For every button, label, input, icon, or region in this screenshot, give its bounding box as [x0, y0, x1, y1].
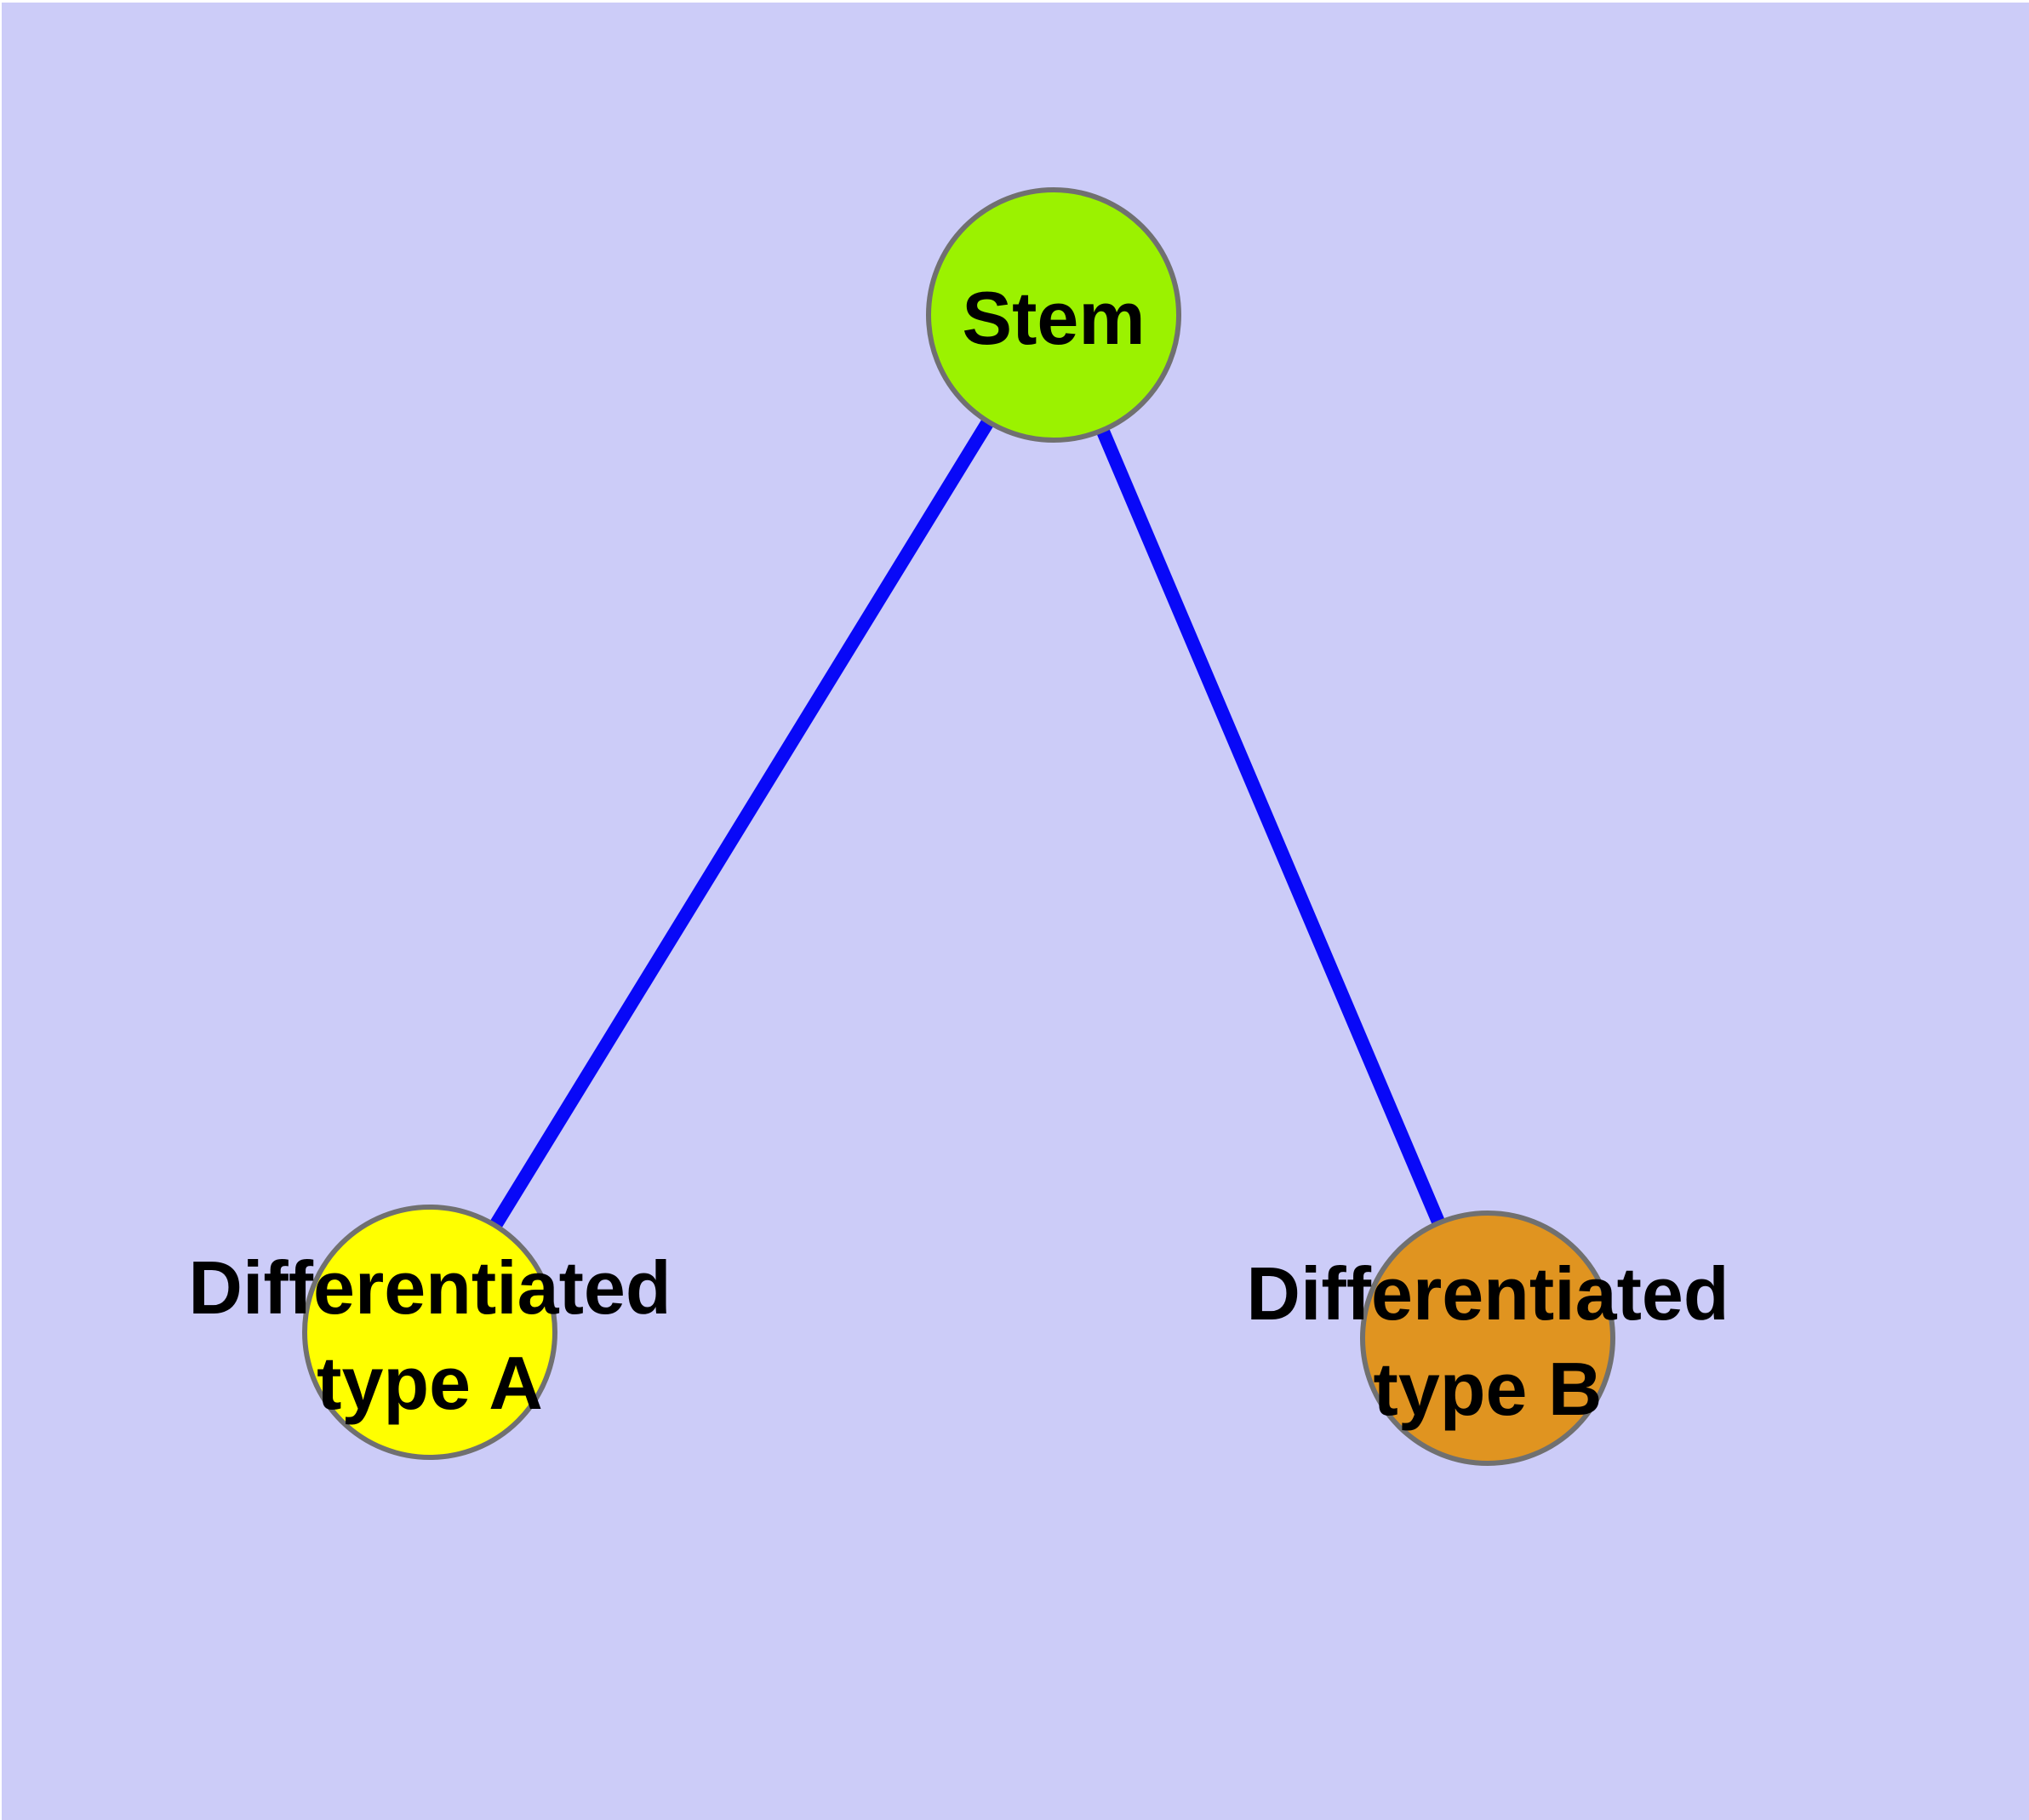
- node-diff-a-label: Differentiated type A: [188, 1245, 671, 1425]
- edge-stem-diff-a: [424, 311, 1060, 1336]
- node-diff-b-label: Differentiated type B: [1246, 1251, 1729, 1431]
- node-diff-b-label-line-1: Differentiated: [1246, 1251, 1729, 1336]
- node-stem-label-line-1: Stem: [962, 276, 1145, 360]
- node-diff-a-label-line-1: Differentiated: [188, 1245, 671, 1330]
- node-diff-b: [1360, 1210, 1615, 1466]
- node-diff-a: [302, 1205, 557, 1460]
- node-diff-b-label-line-2: type B: [1374, 1347, 1603, 1431]
- node-stem-label: Stem: [962, 276, 1145, 360]
- node-diff-a-label-line-2: type A: [317, 1341, 543, 1425]
- edge-stem-diff-b: [1047, 312, 1495, 1342]
- node-stem: [926, 187, 1181, 443]
